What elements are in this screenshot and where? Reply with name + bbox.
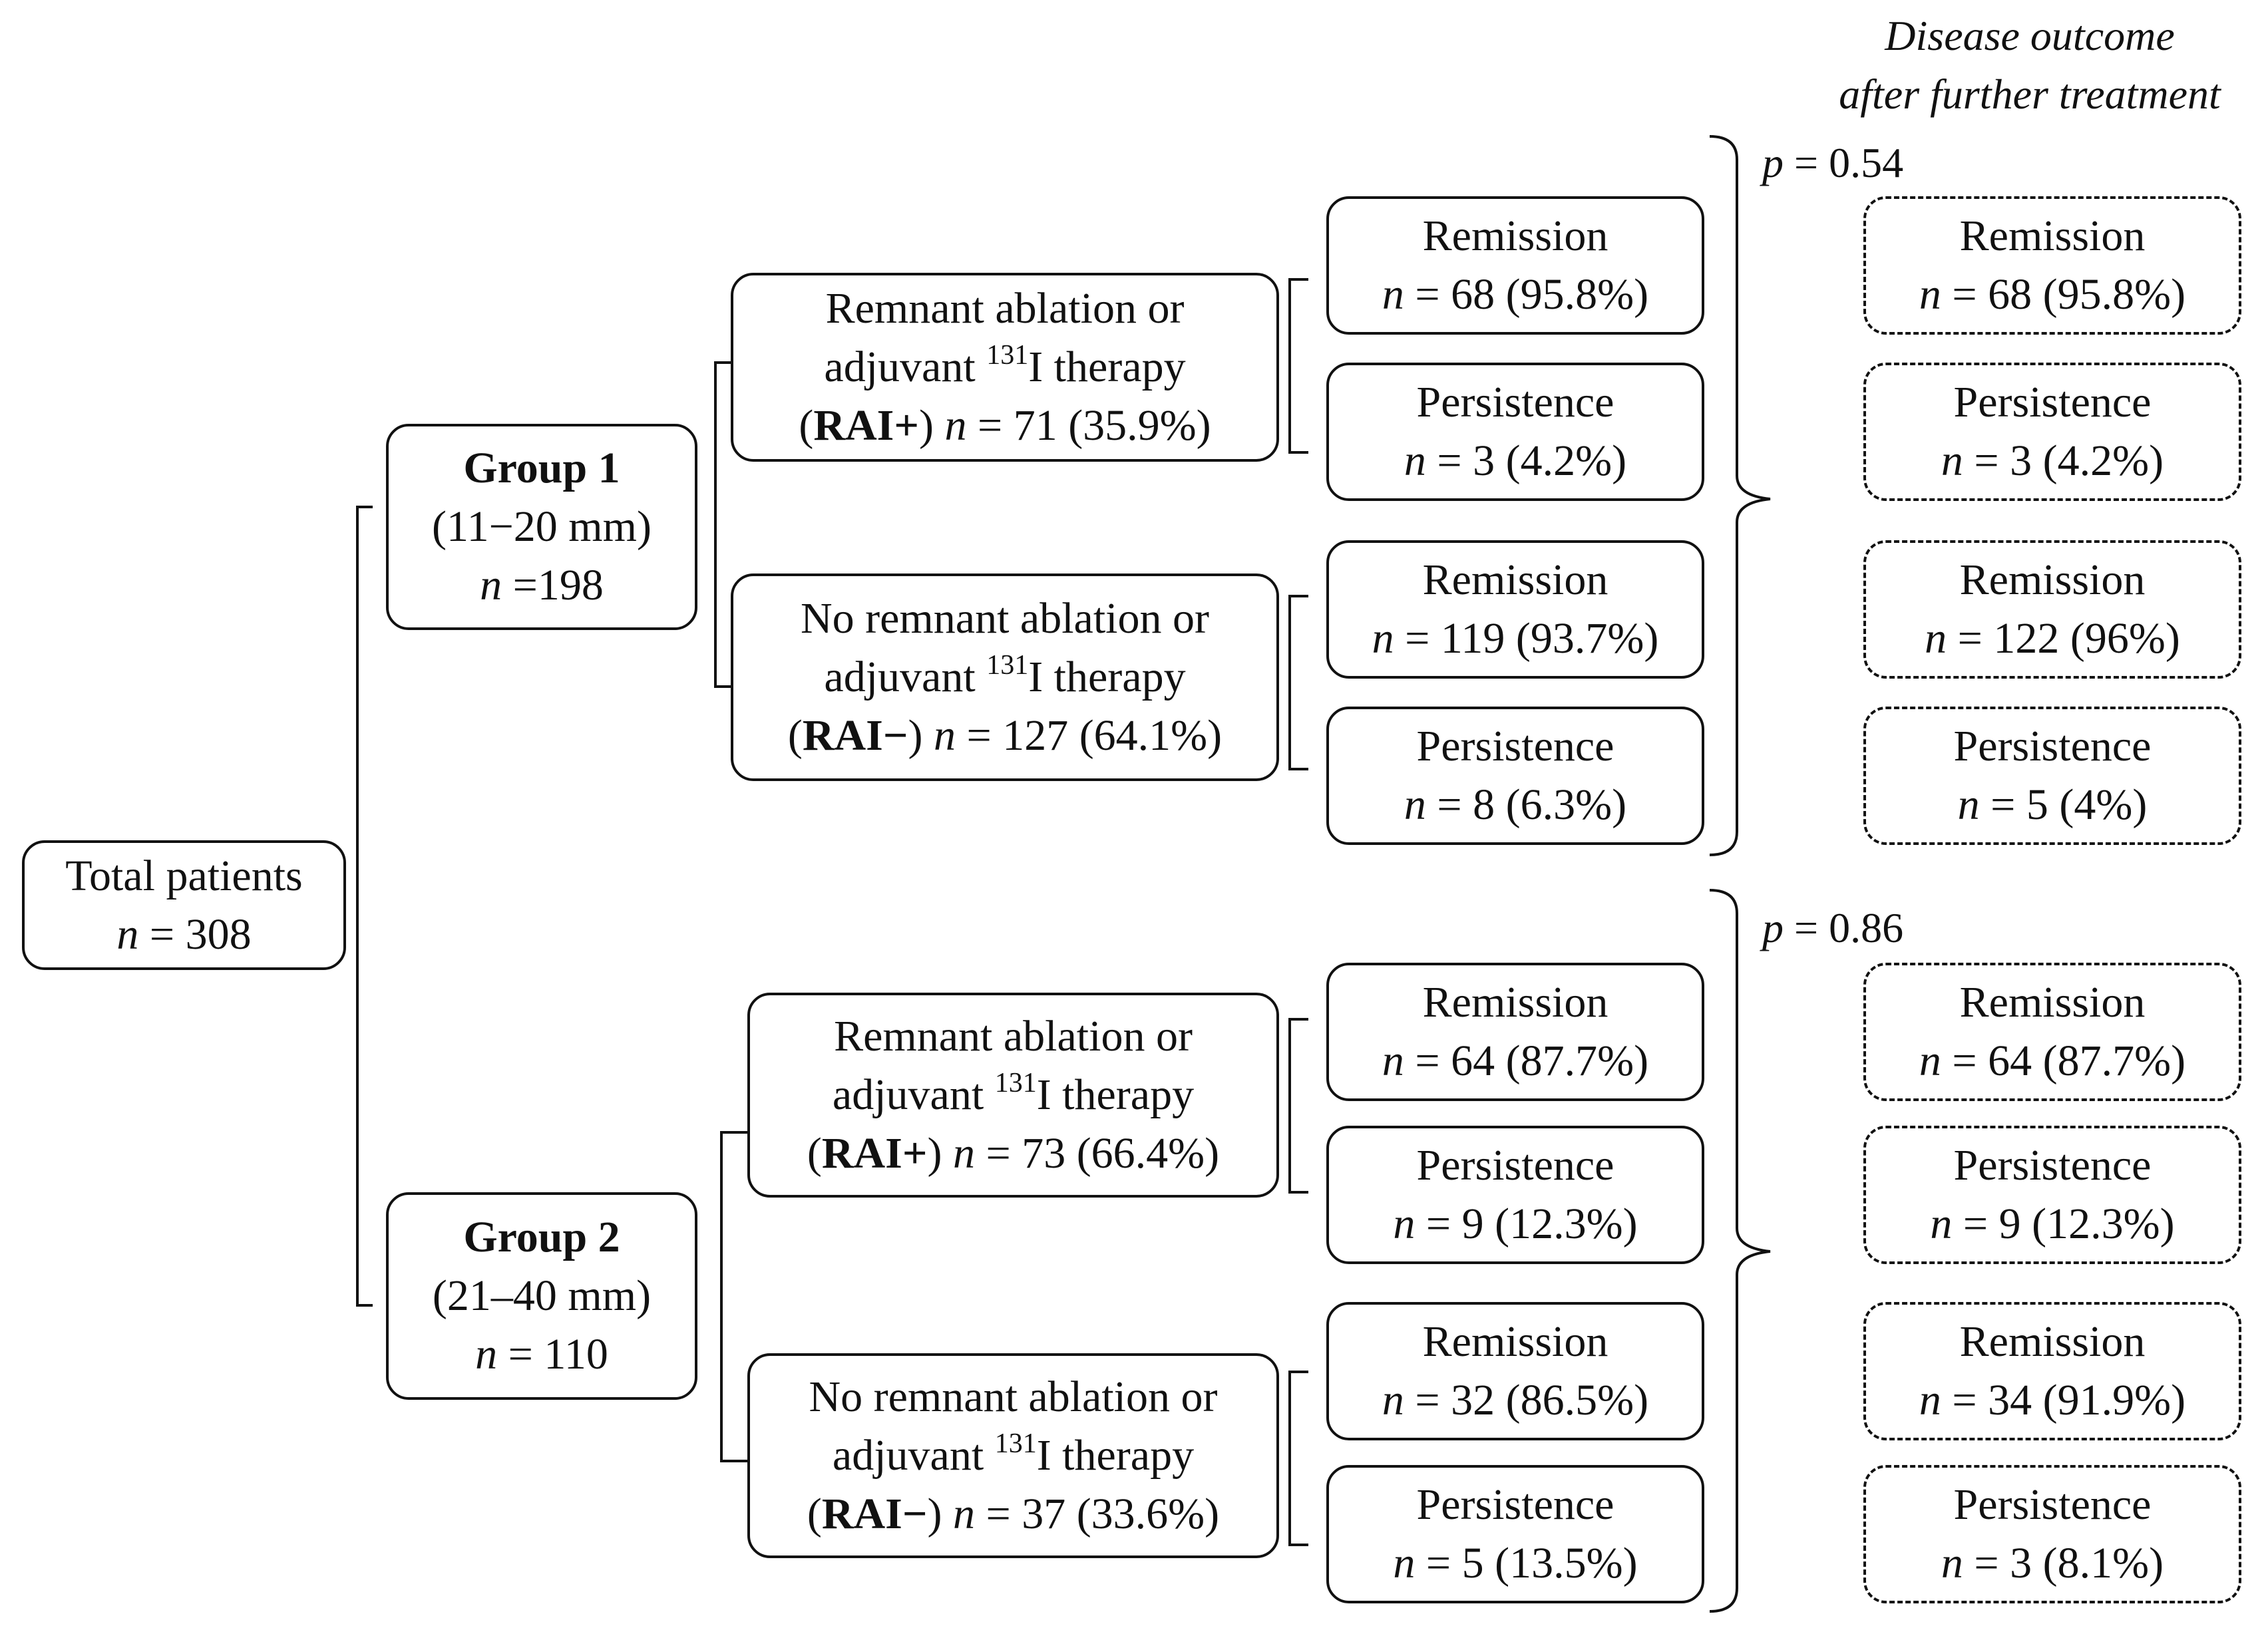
- therapy-line1: No remnant ablation or: [801, 594, 1209, 643]
- therapy-line2: adjuvant 131I therapy: [824, 340, 1186, 391]
- outcome-g2-pos-remission: Remission n = 64 (87.7%): [1326, 963, 1704, 1101]
- therapy-box-g2-rai-pos: Remnant ablation or adjuvant 131I therap…: [747, 993, 1279, 1198]
- bracket-g1-neg: [1288, 595, 1308, 770]
- group1-title: Group 1: [463, 444, 620, 492]
- connector-total-groups: [356, 506, 373, 1307]
- therapy-line3: (RAI−) n = 127 (64.1%): [787, 711, 1223, 760]
- p-value-group1-value: 0.54: [1829, 139, 1904, 186]
- outcome-header-line2: after further treatment: [1839, 71, 2221, 118]
- outcome-g2-pos-persistence: Persistence n = 9 (12.3%): [1326, 1126, 1704, 1264]
- group1-range: (11−20 mm): [432, 502, 652, 551]
- outcome-g2-neg-persistence: Persistence n = 5 (13.5%): [1326, 1465, 1704, 1603]
- group1-count: n =198: [480, 561, 604, 609]
- brace-group2: [1709, 889, 1771, 1613]
- group1-box: Group 1 (11−20 mm) n =198: [386, 424, 697, 630]
- therapy-line1: No remnant ablation or: [809, 1373, 1218, 1421]
- group2-count: n = 110: [475, 1330, 608, 1379]
- after-g1-pos-remission: Remission n = 68 (95.8%): [1863, 196, 2241, 335]
- therapy-line2: adjuvant 131I therapy: [832, 1068, 1195, 1119]
- therapy-line3: (RAI+) n = 73 (66.4%): [807, 1129, 1220, 1178]
- outcome-g1-neg-persistence: Persistence n = 8 (6.3%): [1326, 707, 1704, 845]
- therapy-line2: adjuvant 131I therapy: [824, 650, 1186, 701]
- total-count: n = 308: [116, 909, 252, 959]
- outcome-header-line1: Disease outcome: [1885, 12, 2175, 59]
- bracket-g2-neg: [1288, 1371, 1308, 1546]
- outcome-g1-pos-persistence: Persistence n = 3 (4.2%): [1326, 363, 1704, 501]
- group2-title: Group 2: [463, 1213, 620, 1261]
- therapy-line1: Remnant ablation or: [825, 284, 1185, 333]
- outcome-g1-neg-remission: Remission n = 119 (93.7%): [1326, 540, 1704, 679]
- therapy-line3: (RAI+) n = 71 (35.9%): [799, 401, 1211, 450]
- outcome-g2-neg-remission: Remission n = 32 (86.5%): [1326, 1302, 1704, 1440]
- p-value-group2-value: 0.86: [1829, 904, 1904, 951]
- after-g2-neg-remission: Remission n = 34 (91.9%): [1863, 1302, 2241, 1440]
- therapy-box-g1-rai-neg: No remnant ablation or adjuvant 131I the…: [731, 573, 1279, 781]
- after-g1-neg-remission: Remission n = 122 (96%): [1863, 540, 2241, 679]
- bracket-g2-pos: [1288, 1018, 1308, 1194]
- group2-range: (21–40 mm): [432, 1271, 652, 1320]
- after-g1-pos-persistence: Persistence n = 3 (4.2%): [1863, 363, 2241, 501]
- total-label: Total patients: [65, 851, 303, 900]
- therapy-box-g2-rai-neg: No remnant ablation or adjuvant 131I the…: [747, 1353, 1279, 1558]
- after-g2-pos-remission: Remission n = 64 (87.7%): [1863, 963, 2241, 1101]
- therapy-line1: Remnant ablation or: [834, 1012, 1193, 1061]
- outcome-g1-pos-remission: Remission n = 68 (95.8%): [1326, 196, 1704, 335]
- brace-group1: [1709, 135, 1771, 856]
- outcome-header: Disease outcome after further treatment: [1797, 7, 2263, 124]
- after-g2-neg-persistence: Persistence n = 3 (8.1%): [1863, 1465, 2241, 1603]
- after-g2-pos-persistence: Persistence n = 9 (12.3%): [1863, 1126, 2241, 1264]
- total-patients-box: Total patients n = 308: [22, 840, 346, 970]
- after-g1-neg-persistence: Persistence n = 5 (4%): [1863, 707, 2241, 845]
- therapy-box-g1-rai-pos: Remnant ablation or adjuvant 131I therap…: [731, 273, 1279, 462]
- connector-group2-therapy: [720, 1131, 747, 1462]
- bracket-g1-pos: [1288, 278, 1308, 454]
- p-value-group1: p = 0.54: [1762, 139, 1904, 186]
- group2-box: Group 2 (21–40 mm) n = 110: [386, 1192, 697, 1400]
- connector-group1-therapy: [714, 361, 731, 688]
- p-value-group2: p = 0.86: [1762, 904, 1904, 951]
- therapy-line3: (RAI−) n = 37 (33.6%): [807, 1490, 1220, 1538]
- therapy-line2: adjuvant 131I therapy: [832, 1428, 1195, 1480]
